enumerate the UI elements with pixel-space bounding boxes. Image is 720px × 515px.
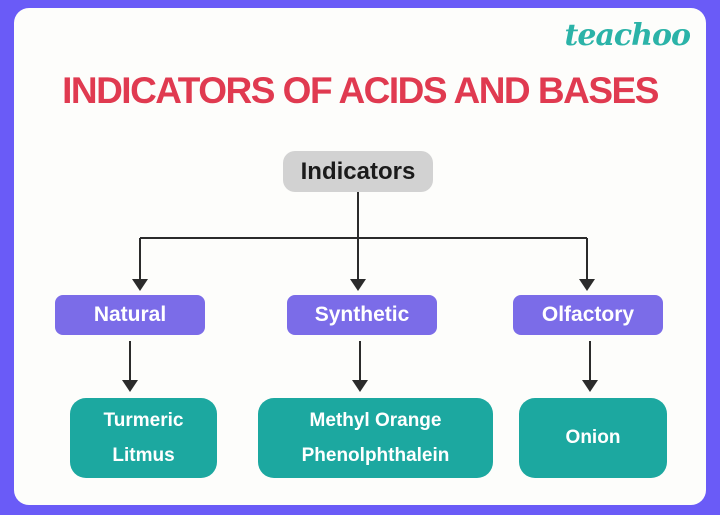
root-node-indicators: Indicators <box>283 151 433 192</box>
category-node-natural: Natural <box>55 295 205 335</box>
example-node-olfactory: Onion <box>519 398 667 478</box>
page-title: INDICATORS OF ACIDS AND BASES <box>62 70 659 111</box>
brand-logo: teachoo <box>564 18 691 53</box>
category-node-olfactory: Olfactory <box>513 295 663 335</box>
category-node-synthetic: Synthetic <box>287 295 437 335</box>
